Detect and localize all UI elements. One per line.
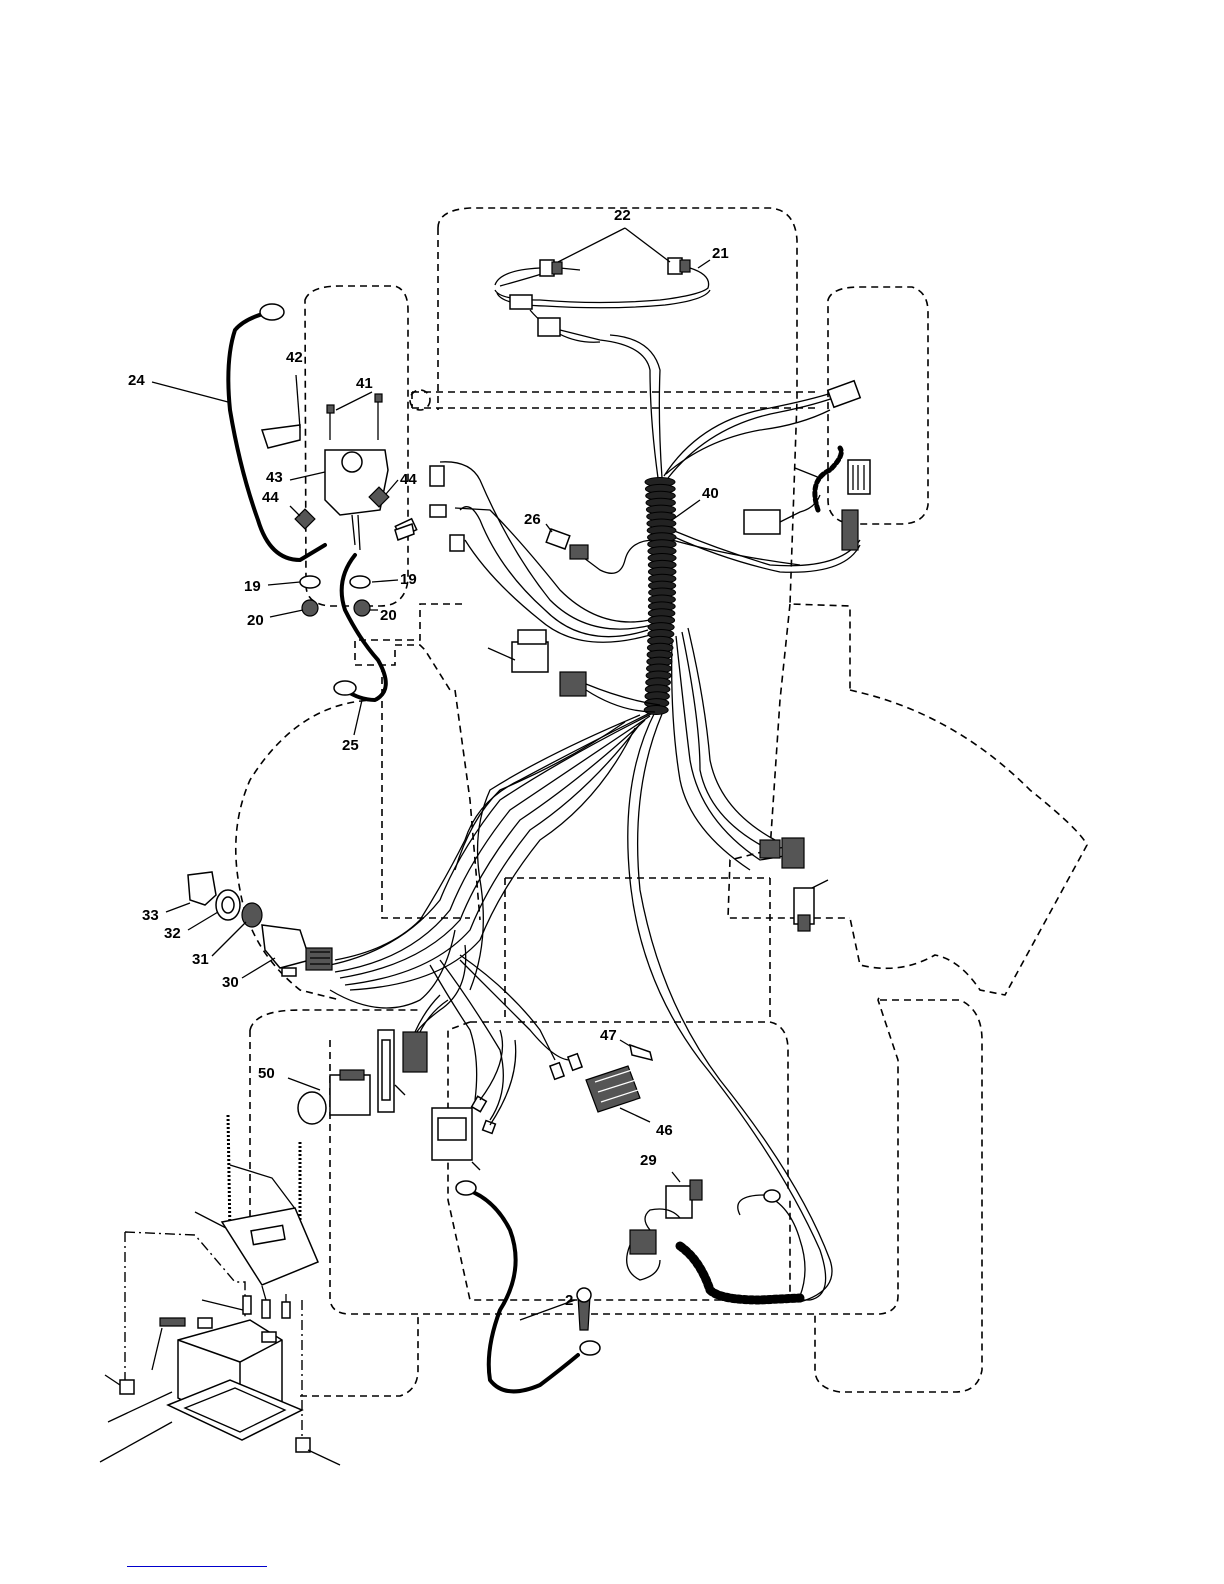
lower-left-components [298,995,448,1124]
left-front-wheel-outline [305,286,408,606]
callout-20-left: 20 [247,612,264,629]
callout-40: 40 [702,485,719,502]
callout-44-left: 44 [262,489,279,506]
connector-right-mid [848,460,870,494]
rear-fender-right-outline [850,690,1087,995]
callout-22: 22 [614,207,631,224]
hour-meter-group [432,1030,582,1170]
coiled-cord-lower [680,1246,800,1300]
key-33 [188,872,216,905]
callout-33: 33 [142,907,159,924]
washer-19-left [300,576,320,588]
ignition-switch-assembly [188,872,332,976]
callout-19-left: 19 [244,578,261,595]
ground-cable [468,1190,578,1391]
regulator-group [586,1040,652,1122]
relay-connector [560,672,586,696]
sleeve-rib [644,706,668,715]
nut-20-right [354,600,370,616]
washer-19-right [350,576,370,588]
frame-rail-right-outline [728,604,850,918]
connector-right-top [828,381,860,407]
relay-group [488,529,660,712]
solenoid-bracket [262,425,300,448]
solenoid-29 [666,1186,692,1218]
callout-47: 47 [600,1027,617,1044]
callout-26: 26 [524,511,541,528]
callout-21: 21 [712,245,729,262]
callout-42: 42 [286,349,303,366]
battery-rod-left [228,1115,230,1235]
headlight-connector-a [510,295,532,309]
callout-32: 32 [164,925,181,942]
dash-panel-outline [412,392,820,408]
headlight-socket-right [680,260,690,272]
rear-body-outline [250,995,898,1314]
headlight-connector-b [538,318,560,336]
callout-2: 2 [565,1292,573,1309]
headlight-assembly [495,258,710,336]
callout-43: 43 [266,469,283,486]
seat-switch-50 [330,1075,370,1115]
hold-down-bracket [222,1208,318,1285]
callout-50: 50 [258,1065,275,1082]
callout-46: 46 [656,1122,673,1139]
right-front-wheel-outline [828,287,928,524]
nut-44-left [295,509,315,529]
battery-assembly [100,1115,340,1465]
lower-right-group [456,1172,805,1391]
footer-link-underline[interactable] [127,1566,267,1567]
callout-30: 30 [222,974,239,991]
callout-29: 29 [640,1152,657,1169]
headlight-socket-left [552,262,562,274]
callout-19-right: 19 [400,571,417,588]
connector-lower [630,1230,656,1254]
regulator-46 [586,1066,640,1112]
callout-20-right: 20 [380,607,397,624]
main-harness-wires [330,628,832,1302]
callout-25: 25 [342,737,359,754]
screw-47 [630,1045,652,1060]
connector-rear-right [782,838,804,868]
center-frame-outline [505,878,770,1020]
fuse-connector [403,1032,427,1072]
frame-rail-left-outline [382,665,480,920]
nut-20-left [302,600,318,616]
callout-41: 41 [356,375,373,392]
part-26-connector [546,529,570,549]
right-rear-wheel-outline [815,1000,982,1392]
connector-right-lower [842,510,858,550]
relay [512,642,548,672]
steering-post-outline [410,390,430,410]
callout-44-right: 44 [400,471,417,488]
callout-31: 31 [192,951,209,968]
seat-switch-50-cap [298,1092,326,1124]
callout-labels: 22 21 42 24 41 43 44 44 40 26 19 19 20 2… [128,207,729,1309]
connector-right-plug [744,510,780,534]
callout-24: 24 [128,372,145,389]
